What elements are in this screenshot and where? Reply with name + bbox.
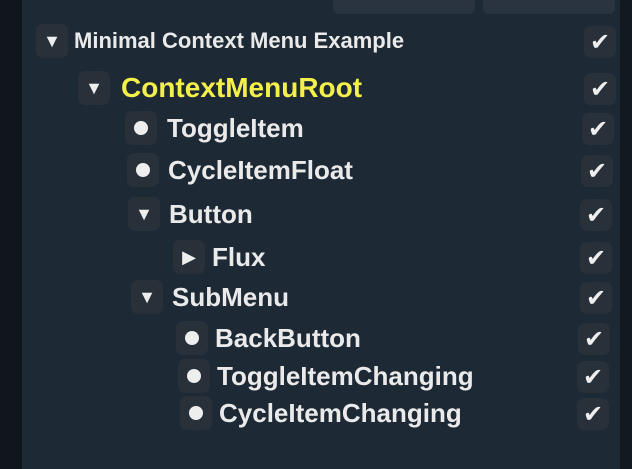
expand-triangle-right-icon[interactable]: ▶ (173, 240, 205, 274)
top-toolbar-button-2[interactable] (483, 0, 615, 14)
enabled-checkbox-icon[interactable]: ✔ (584, 26, 616, 58)
tree-item[interactable]: ▼ ContextMenuRoot ✔ (0, 71, 632, 107)
enabled-checkbox-icon[interactable]: ✔ (580, 199, 612, 231)
tree-item[interactable]: BackButton ✔ (0, 321, 632, 357)
expand-triangle-down-icon[interactable]: ▼ (131, 280, 163, 314)
expand-triangle-down-icon[interactable]: ▼ (78, 71, 110, 105)
leaf-bullet-icon[interactable] (176, 321, 208, 355)
tree-item-label[interactable]: ToggleItemChanging (217, 361, 474, 391)
tree-item[interactable]: ToggleItem ✔ (0, 111, 632, 147)
panel-left-edge (0, 0, 22, 469)
tree-item[interactable]: ▼ SubMenu ✔ (0, 280, 632, 316)
expand-triangle-down-icon[interactable]: ▼ (36, 24, 68, 58)
enabled-checkbox-icon[interactable]: ✔ (582, 113, 614, 145)
tree-item-label[interactable]: CycleItemFloat (168, 155, 353, 185)
tree-item-label[interactable]: CycleItemChanging (219, 398, 462, 428)
enabled-checkbox-icon[interactable]: ✔ (577, 361, 609, 393)
leaf-bullet-icon[interactable] (127, 153, 159, 187)
tree-item[interactable]: ▶Flux ✔ (0, 240, 632, 276)
bullet-icon (187, 369, 201, 383)
leaf-bullet-icon[interactable] (178, 359, 210, 393)
leaf-bullet-icon[interactable] (125, 111, 157, 145)
bullet-icon (134, 121, 148, 135)
enabled-checkbox-icon[interactable]: ✔ (577, 398, 609, 430)
tree-item-label[interactable]: Flux (212, 242, 266, 272)
tree-item-label[interactable]: Minimal Context Menu Example (74, 28, 405, 53)
tree-item-label[interactable]: BackButton (215, 323, 361, 353)
bullet-icon (189, 406, 203, 420)
bullet-icon (185, 331, 199, 345)
tree-item[interactable]: ▼ Button ✔ (0, 197, 632, 233)
bullet-icon (136, 163, 150, 177)
expand-triangle-down-icon[interactable]: ▼ (128, 197, 160, 231)
panel-right-edge (620, 0, 632, 469)
top-toolbar-button-1[interactable] (333, 0, 475, 14)
tree-item[interactable]: ToggleItemChanging ✔ (0, 359, 632, 395)
hierarchy-panel (22, 0, 622, 469)
tree-item-label[interactable]: SubMenu (172, 282, 289, 312)
enabled-checkbox-icon[interactable]: ✔ (584, 73, 616, 105)
enabled-checkbox-icon[interactable]: ✔ (581, 155, 613, 187)
tree-item[interactable]: CycleItemFloat ✔ (0, 153, 632, 189)
tree-item-label[interactable]: Button (169, 199, 253, 229)
tree-item[interactable]: CycleItemChanging ✔ (0, 396, 632, 432)
enabled-checkbox-icon[interactable]: ✔ (580, 282, 612, 314)
leaf-bullet-icon[interactable] (180, 396, 212, 430)
tree-item-label[interactable]: ContextMenuRoot (121, 72, 363, 103)
tree-item-label[interactable]: ToggleItem (167, 113, 304, 143)
tree-item[interactable]: ▼Minimal Context Menu Example ✔ (0, 24, 632, 60)
enabled-checkbox-icon[interactable]: ✔ (580, 242, 612, 274)
enabled-checkbox-icon[interactable]: ✔ (578, 323, 610, 355)
